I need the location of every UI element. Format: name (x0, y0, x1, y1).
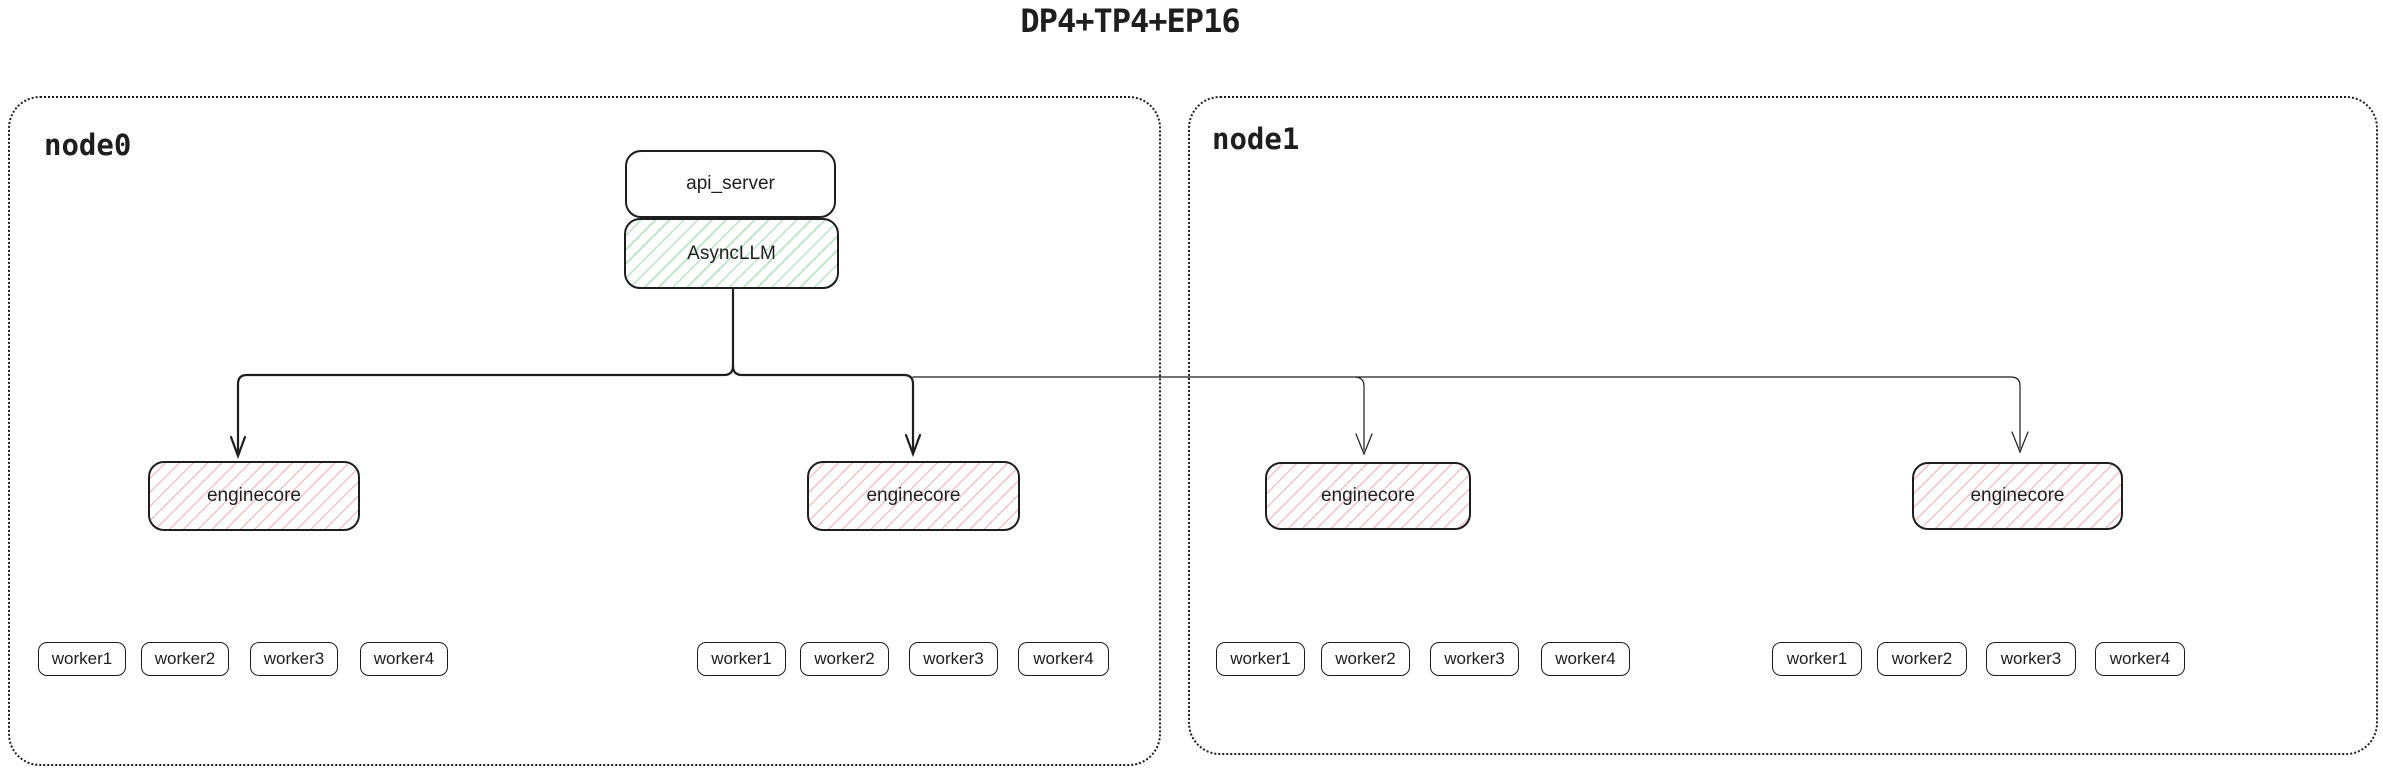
enginecore-box: enginecore (1265, 462, 1471, 530)
worker-box: worker1 (1772, 642, 1862, 676)
worker-box: worker3 (1430, 642, 1519, 676)
worker-box: worker2 (1877, 642, 1967, 676)
worker-box: worker2 (1321, 642, 1410, 676)
diagram-title: DP4+TP4+EP16 (1020, 2, 1240, 40)
enginecore-label: enginecore (206, 485, 302, 506)
worker-box: worker3 (250, 642, 338, 676)
enginecore-box: enginecore (807, 461, 1020, 531)
worker-box: worker2 (800, 642, 889, 676)
worker-box: worker4 (2095, 642, 2185, 676)
worker-box: worker1 (1216, 642, 1305, 676)
api-server-label: api_server (686, 173, 775, 194)
worker-box: worker1 (697, 642, 786, 676)
worker-box: worker4 (1018, 642, 1109, 676)
worker-box: worker4 (1541, 642, 1630, 676)
enginecore-label: enginecore (1970, 485, 2065, 506)
node0-label: node0 (44, 128, 132, 162)
asyncllm-box: AsyncLLM (624, 218, 839, 289)
node1-label: node1 (1212, 122, 1300, 156)
asyncllm-label: AsyncLLM (687, 242, 776, 264)
worker-box: worker4 (360, 642, 448, 676)
worker-box: worker1 (38, 642, 126, 676)
enginecore-label: enginecore (1320, 485, 1416, 506)
worker-box: worker2 (141, 642, 229, 676)
worker-box: worker3 (1986, 642, 2076, 676)
worker-box: worker3 (909, 642, 998, 676)
enginecore-box: enginecore (1912, 462, 2123, 530)
enginecore-label: enginecore (866, 485, 961, 506)
enginecore-box: enginecore (148, 461, 360, 531)
api-server-box: api_server (625, 150, 836, 218)
